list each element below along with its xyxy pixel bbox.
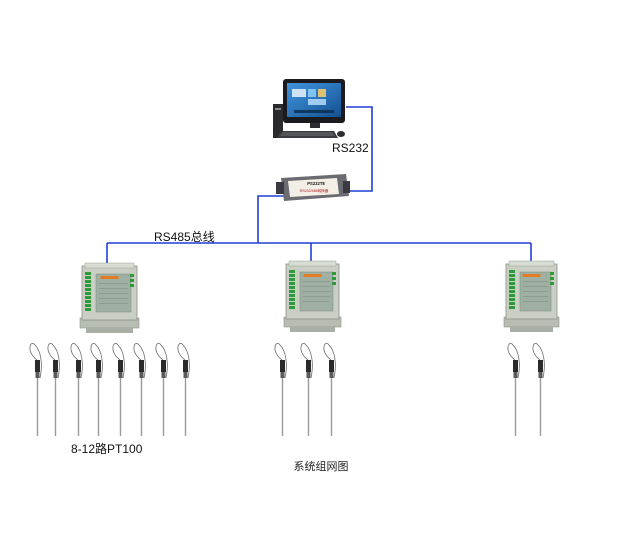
acquisition-module-middle [283,260,342,332]
rs485-bus-label: RS485总线 [154,230,215,244]
acquisition-module-right [503,260,560,332]
sensor-count-label: 8-12路PT100 [71,442,143,456]
pt100-sensors [29,343,545,436]
pt100-probe-icon [133,343,146,436]
acquisition-modules [79,260,560,333]
pt100-probe-icon [532,343,545,436]
converter-model-text: PS232T8 [307,181,325,186]
pt100-probe-icon [300,343,313,436]
pt100-probe-icon [90,343,103,436]
pt100-probe-icon [155,343,168,436]
pt100-probe-icon [70,343,83,436]
pt100-probe-icon [112,343,125,436]
pt100-probe-icon [323,343,336,436]
rs232-cable [346,106,373,192]
pt100-probe-icon [177,343,190,436]
acquisition-module-left [79,262,140,333]
diagram-caption: 系统组网图 [293,460,349,473]
pt100-probe-icon [274,343,287,436]
desktop-computer-icon [273,79,345,138]
rs232-rs485-converter-icon: PS232T8 RS232/485转换器 [276,174,350,201]
converter-desc-text: RS232/485转换器 [300,188,329,193]
rs232-label: RS232 [332,141,369,155]
pt100-probe-icon [507,343,520,436]
pt100-probe-icon [29,343,42,436]
converter-drop-line [257,195,284,243]
bus-wiring [106,106,532,268]
pt100-probe-icon [47,343,60,436]
